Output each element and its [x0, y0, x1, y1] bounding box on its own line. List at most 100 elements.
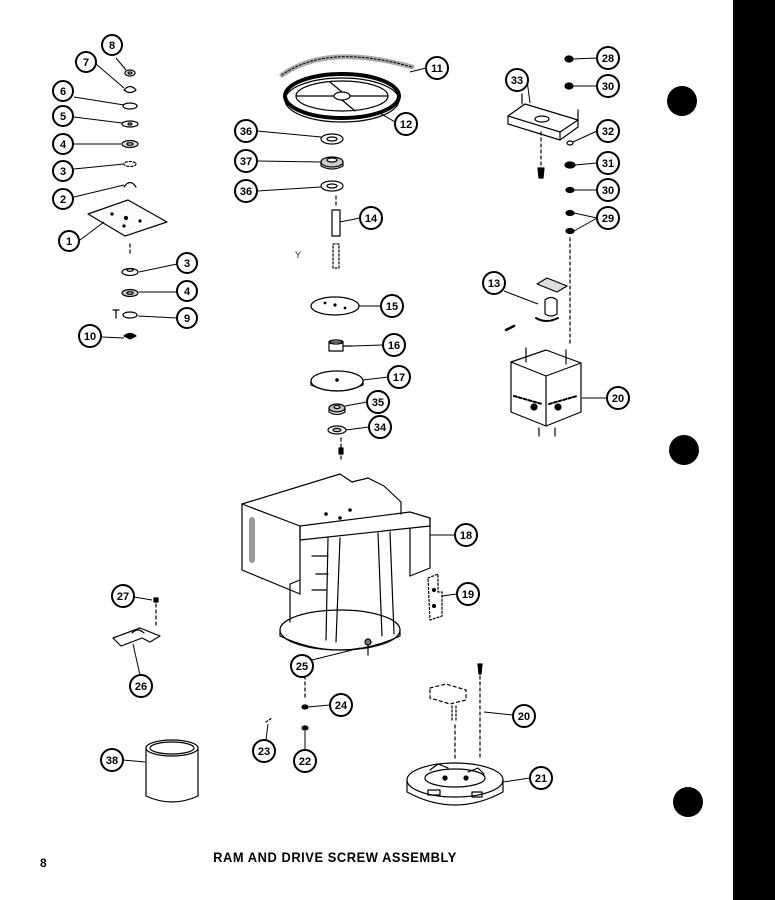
svg-text:36: 36 — [240, 186, 252, 198]
callout-17: 17 — [387, 365, 411, 389]
svg-text:20: 20 — [612, 393, 624, 405]
svg-text:23: 23 — [258, 746, 270, 758]
svg-text:6: 6 — [60, 86, 66, 98]
callout-11: 11 — [425, 56, 449, 80]
callout-22: 22 — [293, 749, 317, 773]
svg-text:37: 37 — [240, 156, 252, 168]
svg-text:30: 30 — [602, 81, 614, 93]
part-washer-7 — [123, 85, 137, 94]
callout-30-lower: 30 — [596, 178, 620, 202]
callout-31: 31 — [596, 151, 620, 175]
svg-text:10: 10 — [84, 331, 96, 343]
part-ring-3-upper — [123, 160, 137, 168]
svg-text:1: 1 — [66, 236, 72, 248]
svg-text:14: 14 — [365, 213, 378, 225]
part-belt-11 — [279, 54, 415, 78]
svg-text:18: 18 — [460, 530, 472, 542]
svg-text:13: 13 — [488, 278, 500, 290]
svg-text:9: 9 — [184, 313, 190, 325]
callout-27: 27 — [111, 584, 135, 608]
callout-10: 10 — [78, 324, 102, 348]
callout-33: 33 — [505, 68, 529, 92]
callout-20-lower: 20 — [512, 704, 536, 728]
svg-text:3: 3 — [60, 166, 66, 178]
part-washer-6 — [122, 102, 138, 110]
svg-text:26: 26 — [135, 681, 147, 693]
svg-text:27: 27 — [117, 591, 129, 603]
svg-text:20: 20 — [518, 711, 530, 723]
svg-text:29: 29 — [602, 213, 614, 225]
svg-text:2: 2 — [60, 194, 66, 206]
callout-15: 15 — [380, 294, 404, 318]
part-bracket-33 — [507, 93, 579, 141]
part-nut-10 — [123, 332, 137, 340]
callout-23: 23 — [252, 739, 276, 763]
callout-32: 32 — [596, 119, 620, 143]
part-clamp-26 — [112, 627, 161, 647]
svg-text:35: 35 — [372, 397, 384, 409]
callout-4-lower: 4 — [176, 280, 198, 302]
callout-30-upper: 30 — [596, 74, 620, 98]
part-plate-1 — [87, 199, 168, 237]
part-washer-36-lower — [320, 180, 344, 192]
part-bearing-4-lower — [121, 288, 139, 298]
part-ram-17 — [310, 370, 364, 392]
part-washer-36-upper — [320, 133, 344, 145]
part-sleeve-38 — [145, 739, 199, 803]
part-base-21 — [406, 762, 504, 806]
svg-text:31: 31 — [602, 158, 614, 170]
binder-hole-middle — [669, 435, 699, 465]
binder-hole-bottom — [673, 787, 703, 817]
part-nut-35 — [328, 403, 346, 416]
part-coupling-13 — [504, 277, 568, 332]
svg-text:19: 19 — [462, 589, 474, 601]
svg-text:15: 15 — [386, 301, 398, 313]
callout-19: 19 — [456, 582, 480, 606]
part-spacer-16 — [328, 339, 353, 352]
callout-4-upper: 4 — [52, 133, 74, 155]
part-drive-screw-14 — [331, 209, 341, 269]
callout-26: 26 — [129, 674, 153, 698]
callout-24: 24 — [329, 693, 353, 717]
callout-14: 14 — [359, 206, 383, 230]
svg-text:38: 38 — [106, 755, 118, 767]
svg-text:34: 34 — [374, 422, 387, 434]
svg-text:5: 5 — [60, 111, 66, 123]
callout-25: 25 — [290, 654, 314, 678]
part-pin-23 — [265, 717, 273, 723]
svg-text:17: 17 — [393, 372, 405, 384]
callout-36-lower: 36 — [234, 179, 258, 203]
part-pulley-12 — [283, 72, 401, 123]
callout-20-upper: 20 — [606, 386, 630, 410]
callout-38: 38 — [100, 748, 124, 772]
callout-35: 35 — [366, 390, 390, 414]
callout-37: 37 — [234, 149, 258, 173]
callout-8: 8 — [101, 34, 123, 56]
svg-text:32: 32 — [602, 126, 614, 138]
svg-text:25: 25 — [296, 661, 308, 673]
svg-text:30: 30 — [602, 185, 614, 197]
binder-hole-top — [667, 86, 697, 116]
part-washer-9 — [112, 309, 138, 319]
svg-text:3: 3 — [184, 258, 190, 270]
callout-7: 7 — [75, 51, 97, 73]
callout-13: 13 — [482, 271, 506, 295]
part-switch-bracket-20 — [429, 663, 483, 761]
svg-text:4: 4 — [184, 286, 191, 298]
part-washer-34 — [327, 425, 347, 435]
callout-36-upper: 36 — [234, 119, 258, 143]
page-edge-bar — [733, 0, 775, 900]
part-washer-5 — [121, 120, 139, 128]
part-nut-28 — [564, 55, 574, 63]
part-nut-31 — [564, 161, 576, 169]
page-number: 8 — [40, 856, 47, 870]
callout-34: 34 — [368, 415, 392, 439]
svg-text:36: 36 — [240, 126, 252, 138]
callout-9: 9 — [176, 307, 198, 329]
callout-29: 29 — [596, 206, 620, 230]
callout-6: 6 — [52, 80, 74, 102]
svg-text:7: 7 — [83, 57, 89, 69]
svg-text:28: 28 — [602, 53, 614, 65]
part-washer-30-upper — [564, 82, 574, 90]
